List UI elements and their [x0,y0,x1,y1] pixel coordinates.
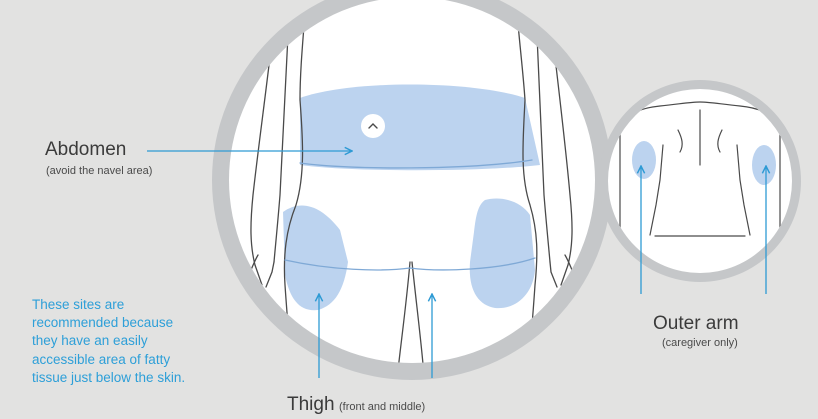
front-body-view [212,0,612,419]
abdomen-injection-area [300,85,540,171]
right-outer-arm-injection-area [752,145,776,185]
right-thigh-injection-area [470,199,535,309]
abdomen-label: Abdomen [45,139,126,161]
thigh-label: Thigh [287,394,335,415]
left-outer-arm-injection-area [632,141,656,179]
navel-marker [361,114,385,138]
outer-arm-label: Outer arm [653,313,739,335]
front-view-background [229,0,595,363]
back-body-view [599,80,801,282]
thigh-note: (front and middle) [339,401,425,413]
recommendation-note: These sites are recommended because they… [32,296,192,388]
abdomen-note: (avoid the navel area) [46,165,152,177]
outer-arm-note: (caregiver only) [662,337,738,349]
thigh-label-group: Thigh (front and middle) [287,394,425,416]
